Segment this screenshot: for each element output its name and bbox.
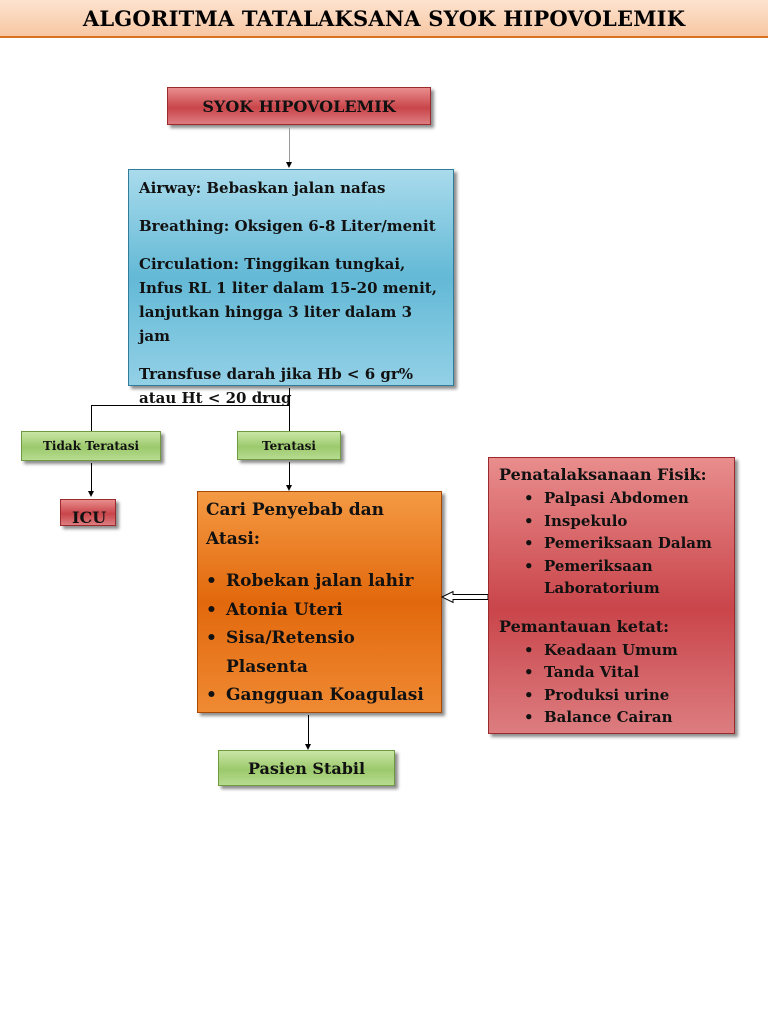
cause-list: Robekan jalan lahir Atonia Uteri Sisa/Re…	[206, 567, 433, 710]
branch-teratasi: Teratasi	[237, 431, 341, 460]
physical-item: Inspekulo	[499, 510, 734, 533]
transfuse-text: Transfuse darah jika Hb < 6 gr% atau Ht …	[139, 365, 414, 407]
cause-box: Cari Penyebab dan Atasi: Robekan jalan l…	[197, 491, 442, 713]
start-box-label: SYOK HIPOVOLEMIK	[202, 96, 396, 116]
physical-item: Palpasi Abdomen	[499, 487, 734, 510]
end-box-label: Pasien Stabil	[247, 758, 366, 778]
abc-management-box: Airway: Bebaskan jalan nafas Breathing: …	[128, 169, 454, 407]
physical-list: Palpasi Abdomen Inspekulo Pemeriksaan Da…	[499, 487, 734, 600]
physical-item: Pemeriksaan Dalam	[499, 532, 734, 555]
breathing-text: Breathing: Oksigen 6-8 Liter/menit	[139, 217, 436, 235]
cause-item: Gangguan Koagulasi	[206, 681, 433, 710]
monitoring-item: Keadaan Umum	[499, 639, 734, 662]
management-panel: Penatalaksanaan Fisik: Palpasi Abdomen I…	[488, 457, 735, 734]
cause-item: Sisa/Retensio Plasenta	[206, 624, 433, 681]
branch-teratasi-label: Teratasi	[262, 438, 316, 453]
arrowhead-start-abc	[286, 162, 292, 168]
start-box-syok-hipovolemik: SYOK HIPOVOLEMIK	[167, 87, 431, 125]
icu-box: ICU	[60, 499, 116, 526]
hollow-arrow-panel-to-cause	[441, 590, 489, 604]
branch-tidak-teratasi: Tidak Teratasi	[21, 431, 161, 461]
branch-tidak-teratasi-label: Tidak Teratasi	[42, 439, 140, 453]
connector-abc-down	[289, 388, 290, 406]
airway-text: Airway: Bebaskan jalan nafas	[139, 179, 386, 197]
arrowhead-to-cause	[286, 485, 292, 491]
connector-to-end	[308, 715, 309, 746]
monitoring-item: Balance Cairan	[499, 706, 734, 729]
arrowhead-to-end	[305, 744, 311, 750]
monitoring-heading: Pemantauan ketat:	[499, 616, 669, 636]
connector-to-icu	[91, 463, 92, 493]
monitoring-item: Produksi urine	[499, 684, 734, 707]
monitoring-item: Tanda Vital	[499, 661, 734, 684]
connector-start-abc	[289, 128, 290, 164]
circulation-text: Circulation: Tinggikan tungkai, Infus RL…	[139, 255, 437, 345]
page-title: ALGORITMA TATALAKSANA SYOK HIPOVOLEMIK	[82, 5, 686, 31]
end-box-pasien-stabil: Pasien Stabil	[218, 750, 395, 786]
cause-heading: Cari Penyebab dan Atasi:	[206, 500, 385, 549]
connector-branch-right	[289, 405, 290, 431]
connector-branch-horizontal	[91, 405, 290, 406]
cause-item: Robekan jalan lahir	[206, 567, 433, 596]
physical-item: Pemeriksaan Laboratorium	[499, 555, 734, 600]
connector-branch-left	[91, 405, 92, 431]
icu-label: ICU	[72, 508, 107, 526]
arrowhead-to-icu	[88, 491, 94, 497]
connector-to-cause	[289, 462, 290, 486]
page-title-bar: ALGORITMA TATALAKSANA SYOK HIPOVOLEMIK	[0, 0, 768, 38]
physical-heading: Penatalaksanaan Fisik:	[499, 465, 707, 484]
monitoring-list: Keadaan Umum Tanda Vital Produksi urine …	[499, 639, 734, 729]
cause-item: Atonia Uteri	[206, 596, 433, 625]
